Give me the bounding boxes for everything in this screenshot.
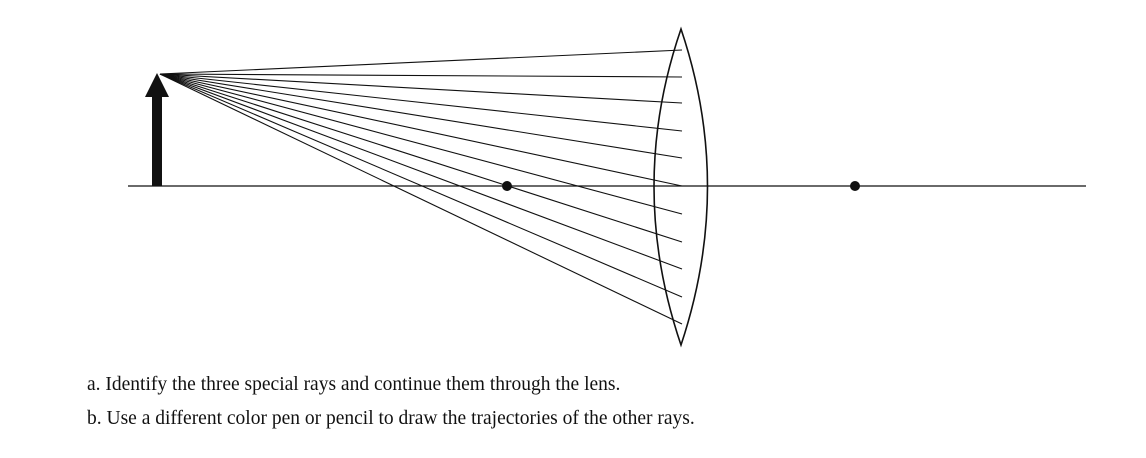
ray-5 xyxy=(159,73,683,159)
ray-2 xyxy=(159,73,683,78)
ray-3 xyxy=(159,73,683,104)
object-arrow xyxy=(145,73,169,186)
instruction-b-text: Use a different color pen or pencil to d… xyxy=(106,408,695,429)
far-focal-point xyxy=(850,181,860,191)
ray-1 xyxy=(159,49,683,75)
ray-7 xyxy=(159,73,683,215)
ray-bundle xyxy=(159,49,683,325)
ray-9 xyxy=(159,73,683,270)
ray-6 xyxy=(159,73,683,187)
ray-11 xyxy=(159,73,683,325)
ray-diagram xyxy=(128,26,1086,348)
instructions: a. Identify the three special rays and c… xyxy=(87,368,695,436)
ray-8 xyxy=(159,73,683,243)
instruction-a: a. Identify the three special rays and c… xyxy=(87,368,695,402)
instruction-a-text: Identify the three special rays and cont… xyxy=(105,374,621,395)
ray-4 xyxy=(159,73,683,132)
ray-10 xyxy=(159,73,683,298)
converging-lens xyxy=(653,26,709,348)
instruction-a-label: a. xyxy=(87,374,101,395)
instruction-b: b. Use a different color pen or pencil t… xyxy=(87,402,695,436)
near-focal-point xyxy=(502,181,512,191)
instruction-b-label: b. xyxy=(87,408,102,429)
